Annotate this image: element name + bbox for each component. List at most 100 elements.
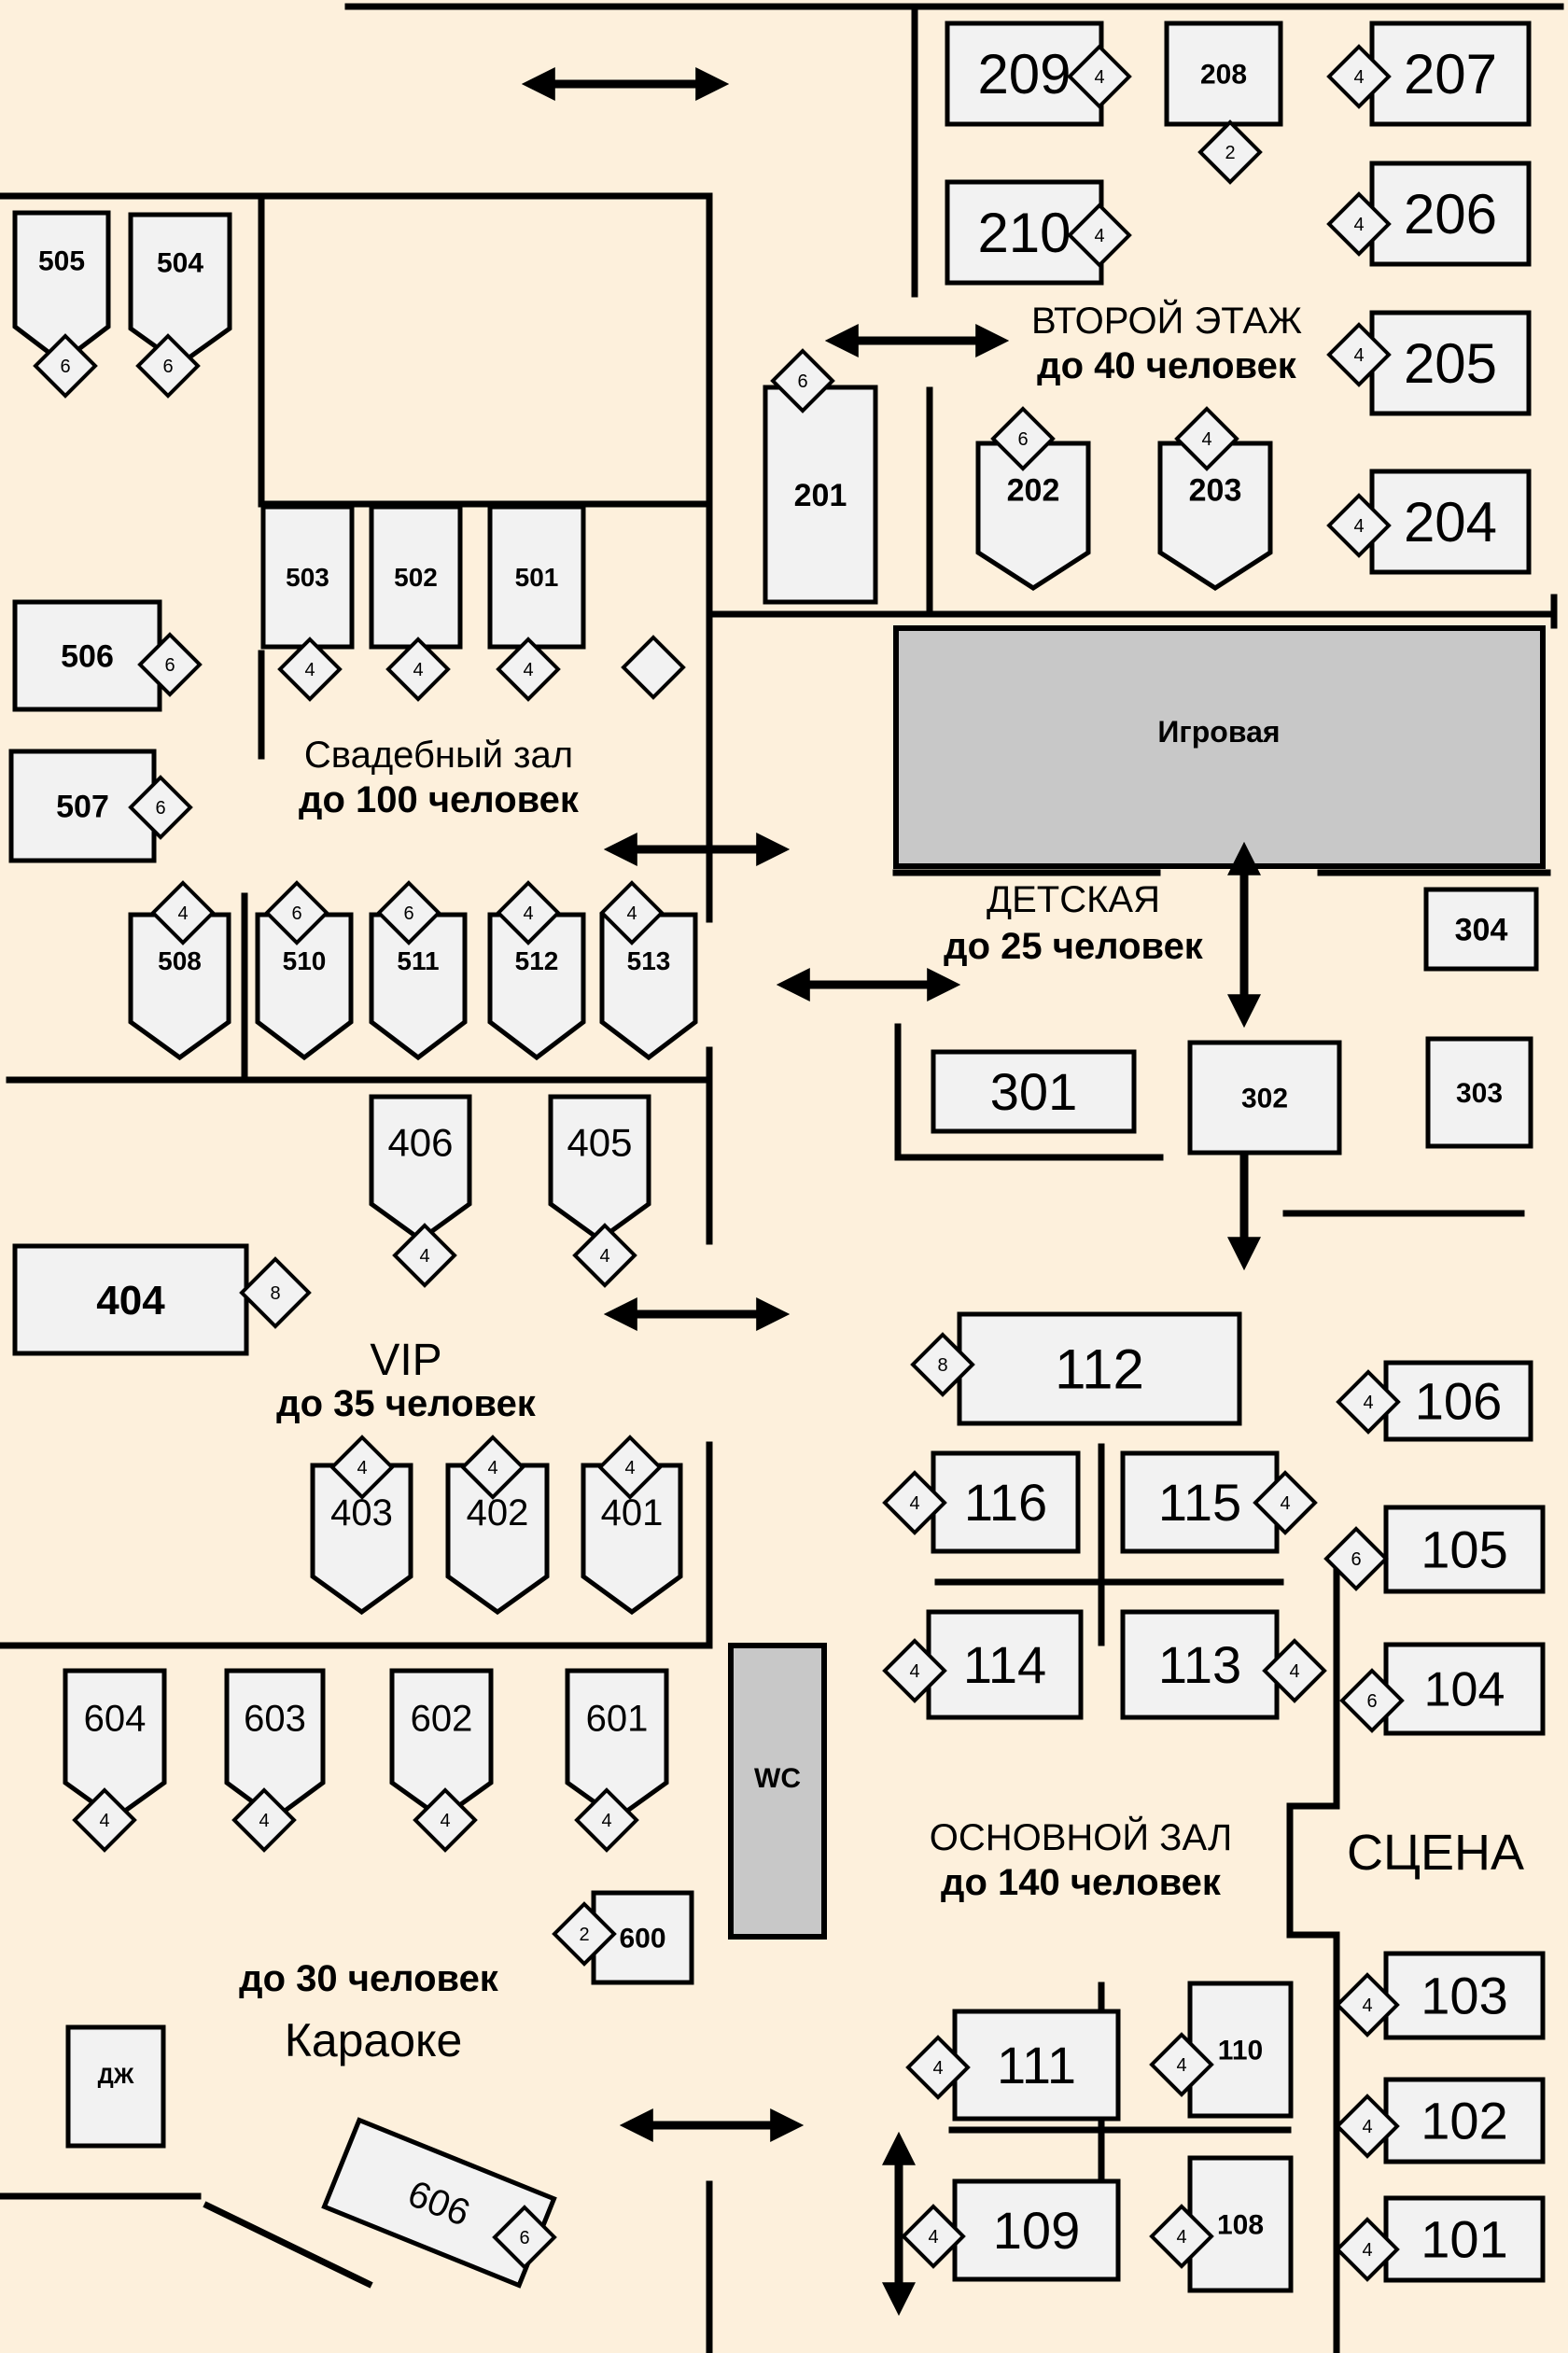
table-301[interactable]: 301 — [931, 1049, 1137, 1134]
wedding-hall-name: Свадебный зал — [304, 735, 573, 776]
main-hall-capacity: до 140 человек — [941, 1862, 1222, 1903]
table-number: 513 — [627, 946, 671, 975]
table-304[interactable]: 304 — [1423, 887, 1539, 972]
table-number: 603 — [244, 1699, 306, 1740]
seat-count-badge — [496, 880, 561, 945]
seat-count-badge — [1335, 2094, 1400, 2159]
seat-count-badge — [137, 632, 203, 697]
table-shape — [369, 1094, 472, 1243]
table-number: 103 — [1421, 1967, 1507, 2025]
seat-count-badge — [990, 406, 1056, 471]
seat-count-badge — [597, 1435, 663, 1500]
seat-count-badge — [376, 880, 441, 945]
table-number: 403 — [330, 1492, 393, 1534]
table-number: 210 — [977, 202, 1071, 264]
table-shape — [1187, 1981, 1294, 2119]
seat-count-badge — [882, 1470, 947, 1535]
seat-count-badge — [460, 1435, 525, 1500]
seat-count: 4 — [523, 903, 533, 924]
table-shape — [581, 1463, 683, 1616]
seat-count: 4 — [624, 1458, 635, 1478]
table-401[interactable]: 401 4 — [581, 1435, 683, 1616]
table-number: 501 — [515, 563, 559, 592]
table-303[interactable]: 303 — [1425, 1036, 1533, 1149]
seat-count-badge — [277, 637, 343, 702]
table-number: 202 — [1007, 473, 1060, 509]
seat-count: 4 — [487, 1458, 497, 1478]
seat-count: 6 — [1366, 1691, 1377, 1712]
table-shape — [445, 1463, 550, 1616]
table-number: 108 — [1217, 2210, 1264, 2241]
seat-count-badge — [135, 333, 201, 399]
vip-capacity: до 35 человек — [276, 1383, 537, 1424]
seat-count: 4 — [304, 660, 315, 680]
seat-count: 8 — [937, 1355, 947, 1376]
empty-seat-badge — [621, 635, 686, 700]
table-number: 106 — [1415, 1372, 1502, 1431]
seat-count-badge — [1339, 1668, 1405, 1733]
table-shape — [1383, 2195, 1546, 2283]
table-shape — [952, 2178, 1121, 2282]
seat-count: 2 — [579, 1925, 589, 1945]
table-number: 114 — [963, 1635, 1046, 1694]
table-shape — [763, 385, 878, 605]
seat-count-badge — [1174, 406, 1239, 471]
table-shape — [1383, 1505, 1546, 1594]
table-number: 507 — [56, 789, 109, 824]
seat-count: 6 — [164, 655, 175, 676]
table-number: 401 — [601, 1492, 664, 1534]
seat-count-badge — [770, 348, 835, 413]
seat-count-badge — [572, 1223, 637, 1288]
table-302[interactable]: 302 — [1187, 1040, 1342, 1155]
